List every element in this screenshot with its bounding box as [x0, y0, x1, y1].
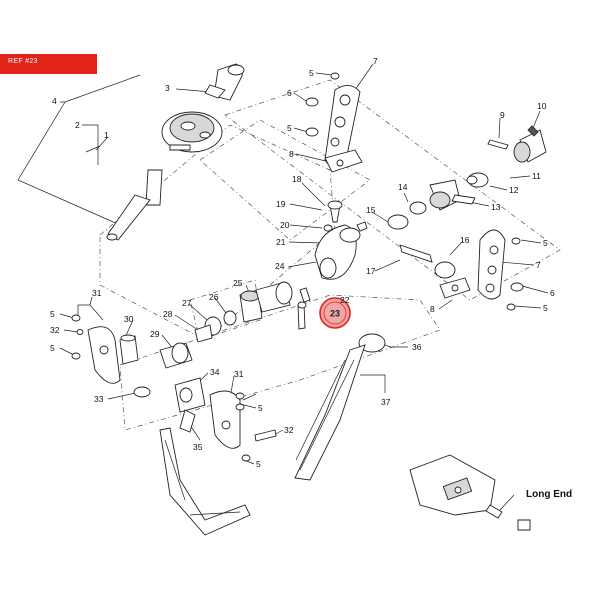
callout-26: 26	[209, 292, 219, 302]
callout-10: 10	[537, 101, 547, 111]
callout-13: 13	[491, 202, 501, 212]
ref-banner: REF #23	[0, 54, 97, 74]
callout-2: 2	[75, 120, 80, 130]
callout-36: 36	[412, 342, 422, 352]
callout-labels: 1 2 3 4 5 5 5 5 5 5 5 5 6 6 7 7 8 8 9 10…	[50, 56, 572, 500]
callout-5-g: 5	[258, 403, 263, 413]
left-jaw	[71, 314, 151, 398]
callout-31-a: 31	[92, 288, 102, 298]
callout-3: 3	[165, 83, 170, 93]
highlight-23[interactable]: 23	[319, 297, 351, 329]
callout-24: 24	[275, 261, 285, 271]
callout-5-a: 5	[309, 68, 314, 78]
callout-35: 35	[193, 442, 203, 452]
callout-15: 15	[366, 205, 376, 215]
callout-20: 20	[280, 220, 290, 230]
pawl-assembly	[387, 125, 547, 230]
callout-8-b: 8	[430, 304, 435, 314]
callout-19: 19	[276, 199, 286, 209]
callout-29: 29	[150, 329, 160, 339]
chain-right	[294, 333, 386, 481]
callout-16: 16	[460, 235, 470, 245]
lower-jaw	[174, 377, 277, 462]
callout-37: 37	[381, 397, 391, 407]
callout-5-d: 5	[543, 303, 548, 313]
callout-33: 33	[94, 394, 104, 404]
callout-5-c: 5	[543, 238, 548, 248]
carrier-plate-upper	[305, 72, 363, 173]
callout-5-e: 5	[50, 309, 55, 319]
callout-22: 22	[340, 295, 350, 305]
callout-8-a: 8	[289, 149, 294, 159]
callout-17: 17	[366, 266, 376, 276]
ref-label: REF #23	[8, 58, 38, 65]
callout-1: 1	[104, 130, 109, 140]
handle-assembly	[85, 63, 245, 241]
callout-14: 14	[398, 182, 408, 192]
callout-5-b: 5	[287, 123, 292, 133]
callout-5-h: 5	[256, 459, 261, 469]
long-end-inset	[409, 454, 531, 531]
callout-11: 11	[532, 171, 541, 181]
long-end-label: Long End	[526, 489, 572, 500]
callout-18: 18	[292, 174, 302, 184]
callout-25: 25	[233, 278, 243, 288]
center-housing	[314, 200, 368, 280]
callout-6-a: 6	[287, 88, 292, 98]
callout-30: 30	[124, 314, 134, 324]
chain-left	[159, 427, 251, 536]
callout-21: 21	[276, 237, 286, 247]
callout-6-b: 6	[550, 288, 555, 298]
callout-4: 4	[52, 96, 57, 106]
callout-7-b: 7	[536, 260, 541, 270]
callout-28: 28	[163, 309, 173, 319]
callout-5-f: 5	[50, 343, 55, 353]
middle-parts	[159, 281, 311, 369]
callout-12: 12	[509, 185, 519, 195]
callout-27: 27	[182, 298, 192, 308]
callout-7-a: 7	[373, 56, 378, 66]
callout-32-a: 32	[50, 325, 60, 335]
callout-34: 34	[210, 367, 220, 377]
carrier-plate-right	[399, 229, 524, 311]
callout-9: 9	[500, 110, 505, 120]
callout-32-b: 32	[284, 425, 294, 435]
callout-23[interactable]: 23	[330, 309, 340, 319]
callout-31-b: 31	[234, 369, 244, 379]
